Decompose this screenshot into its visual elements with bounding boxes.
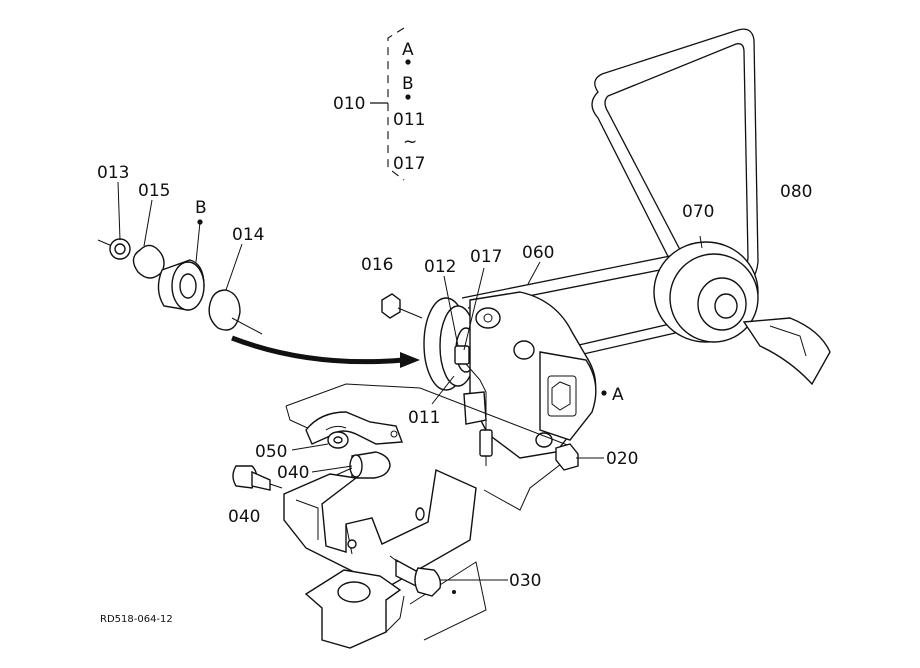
assembly-arrow: [231, 335, 420, 368]
label-060: 060: [522, 243, 554, 263]
label-017-group: 017: [393, 154, 425, 174]
label-015: 015: [138, 181, 170, 201]
bolt-040-upper: [333, 451, 391, 479]
bolt-030: [389, 555, 442, 597]
label-013: 013: [97, 163, 129, 183]
label-080: 080: [780, 182, 812, 202]
label-014: 014: [232, 225, 264, 245]
group-bracket-010: [370, 27, 411, 181]
label-marker-b: B: [402, 74, 414, 94]
label-040-lower: 040: [228, 507, 260, 527]
label-040-upper: 040: [277, 463, 309, 483]
label-marker-b2: B: [195, 198, 207, 218]
bolt-040-lower: [232, 465, 283, 491]
clutch-parts-group: [97, 181, 263, 335]
compressor-assembly: [423, 291, 597, 466]
label-012: 012: [424, 257, 456, 277]
fitting-020: [555, 443, 604, 471]
label-020: 020: [606, 449, 638, 469]
label-011: 011: [408, 408, 440, 428]
label-range-tilde: ~: [403, 132, 417, 152]
label-010: 010: [333, 94, 365, 114]
label-011-group: 011: [393, 110, 425, 130]
drawing-reference-code: RD518-064-12: [100, 614, 173, 625]
label-030: 030: [509, 571, 541, 591]
lower-bracket: [283, 468, 487, 649]
label-016: 016: [361, 255, 393, 275]
label-017: 017: [470, 247, 502, 267]
bracket-arm: [305, 411, 403, 449]
label-050: 050: [255, 442, 287, 462]
label-marker-a2: A: [612, 385, 624, 405]
bolt-016: [381, 293, 423, 319]
label-marker-a: A: [402, 40, 414, 60]
crank-pulley-070: [653, 235, 831, 386]
label-070: 070: [682, 202, 714, 222]
